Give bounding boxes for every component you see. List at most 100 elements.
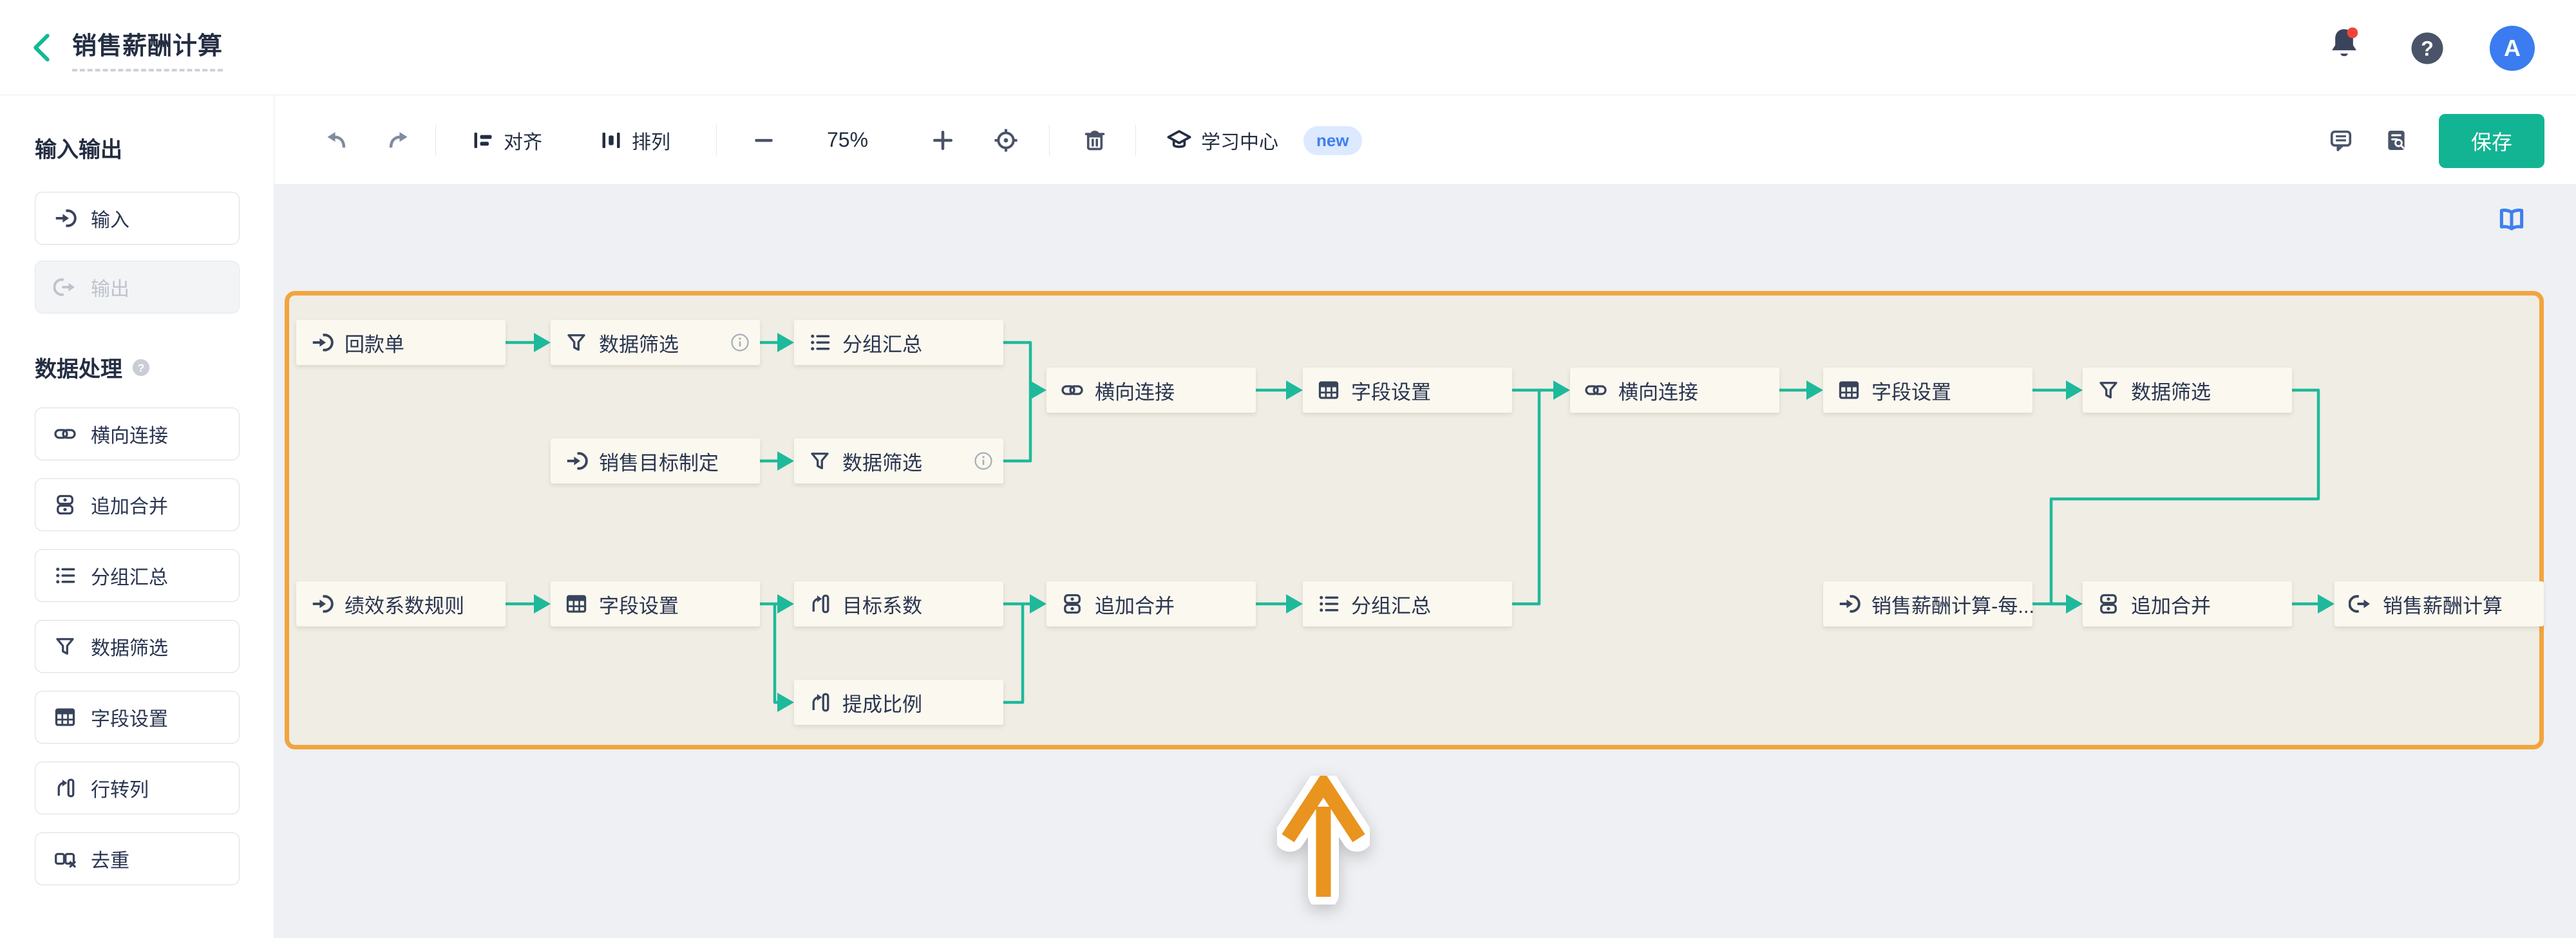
flow-node-9[interactable]: 销售目标制定	[551, 438, 760, 483]
input-label: 输入	[91, 210, 129, 231]
notification-button[interactable]	[2325, 24, 2363, 66]
zoom-out-button[interactable]	[752, 95, 775, 185]
node-label: 数据筛选	[842, 451, 922, 474]
learning-center-button[interactable]: 学习中心	[1166, 95, 1278, 185]
align-icon	[471, 129, 495, 152]
flow-node-18[interactable]: 销售薪酬计算	[2334, 581, 2544, 626]
input-icon	[310, 592, 334, 615]
node-label: 销售薪酬计算-每...	[1871, 594, 2035, 617]
flow-node-1[interactable]: 回款单	[296, 320, 506, 365]
dp-section-heading: 数据处理	[35, 352, 151, 383]
flow-node-12[interactable]: 字段设置	[551, 581, 760, 626]
help-button[interactable]	[2409, 30, 2445, 66]
flow-node-4[interactable]: 横向连接	[1046, 368, 1256, 413]
node-label: 追加合并	[2131, 594, 2211, 617]
sidebar-item-label: 横向连接	[91, 426, 168, 447]
sidebar-item-label: 数据筛选	[91, 638, 168, 659]
flow-node-19[interactable]: 提成比例	[794, 680, 1003, 725]
sidebar-item-join[interactable]: 横向连接	[35, 408, 240, 460]
filter-icon	[53, 635, 77, 658]
divider	[716, 125, 717, 156]
guide-book-button[interactable]	[2496, 204, 2528, 236]
sidebar-item-rowcol[interactable]: 行转列	[35, 762, 240, 814]
divider	[1135, 125, 1136, 156]
flow-node-14[interactable]: 追加合并	[1046, 581, 1256, 626]
sidebar-item-filter[interactable]: 数据筛选	[35, 620, 240, 673]
flow-node-8[interactable]: 数据筛选	[2083, 368, 2292, 413]
sidebar-item-fields[interactable]: 字段设置	[35, 691, 240, 744]
flow-node-10[interactable]: 数据筛选	[794, 438, 1003, 483]
flow-node-13[interactable]: 目标系数	[794, 581, 1003, 626]
log-search-button[interactable]	[2384, 95, 2409, 185]
comment-button[interactable]	[2329, 95, 2353, 185]
section-help-icon[interactable]	[131, 358, 151, 377]
align-button[interactable]: 对齐	[471, 95, 542, 185]
flow-node-17[interactable]: 追加合并	[2083, 581, 2292, 626]
filter-icon	[808, 449, 831, 473]
node-label: 横向连接	[1095, 380, 1175, 404]
undo-button[interactable]	[325, 95, 348, 185]
bell-icon	[2325, 24, 2363, 63]
flow-node-15[interactable]: 分组汇总	[1303, 581, 1512, 626]
back-button[interactable]	[27, 32, 57, 63]
arrange-button[interactable]: 排列	[600, 95, 670, 185]
node-label: 字段设置	[1871, 380, 1951, 404]
node-label: 提成比例	[842, 693, 922, 716]
fields-icon	[53, 706, 77, 729]
join-icon	[1061, 379, 1084, 402]
sidebar-item-group[interactable]: 分组汇总	[35, 549, 240, 602]
sidebar-item-input[interactable]: 输入	[35, 192, 240, 245]
sidebar-item-append[interactable]: 追加合并	[35, 478, 240, 531]
node-label: 分组汇总	[1351, 594, 1431, 617]
fields-icon	[565, 592, 588, 615]
avatar[interactable]: A	[2490, 26, 2535, 71]
row-to-col-icon	[53, 776, 77, 800]
dedupe-icon	[53, 847, 77, 870]
filter-icon	[2097, 379, 2120, 402]
append-icon	[2097, 592, 2120, 615]
locate-button[interactable]	[993, 95, 1019, 185]
flow-node-7[interactable]: 字段设置	[1823, 368, 2032, 413]
output-icon	[2349, 592, 2372, 615]
info-icon[interactable]	[974, 451, 993, 471]
save-button[interactable]: 保存	[2439, 114, 2544, 168]
node-label: 数据筛选	[599, 333, 679, 356]
redo-button[interactable]	[387, 95, 410, 185]
delete-button[interactable]	[1083, 95, 1107, 185]
input-icon	[310, 331, 334, 354]
output-label: 输出	[91, 279, 129, 300]
node-label: 销售目标制定	[599, 451, 719, 474]
append-icon	[1061, 592, 1084, 615]
graduation-cap-icon	[1166, 127, 1192, 153]
flow-node-5[interactable]: 字段设置	[1303, 368, 1512, 413]
input-icon	[1837, 592, 1861, 615]
highlight-arrow-icon	[1277, 776, 1370, 905]
node-label: 字段设置	[1351, 380, 1431, 404]
flow-node-2[interactable]: 数据筛选	[551, 320, 760, 365]
redo-icon	[387, 129, 410, 152]
toolbar: 对齐 排列 75% 学习中心 new 保存	[274, 95, 2576, 185]
flow-node-3[interactable]: 分组汇总	[794, 320, 1003, 365]
doc-search-icon	[2384, 128, 2409, 153]
group-icon	[53, 564, 77, 587]
undo-icon	[325, 129, 348, 152]
node-label: 绩效系数规则	[345, 594, 464, 617]
sidebar: 输入输出 输入 输出 数据处理 横向连接 追加合并 分组汇总 数据筛选 字段设置…	[0, 95, 274, 938]
page-title[interactable]: 销售薪酬计算	[72, 26, 223, 71]
sidebar-item-dedupe[interactable]: 去重	[35, 832, 240, 885]
arrange-label: 排列	[632, 131, 670, 153]
row-to-col-icon	[808, 691, 831, 714]
info-icon[interactable]	[730, 333, 750, 352]
append-icon	[53, 493, 77, 516]
flow-node-6[interactable]: 横向连接	[1570, 368, 1779, 413]
sidebar-item-output: 输出	[35, 261, 240, 314]
trash-icon	[1083, 128, 1107, 153]
sidebar-item-label: 分组汇总	[91, 567, 168, 588]
flow-node-16[interactable]: 销售薪酬计算-每...	[1823, 581, 2035, 626]
node-label: 销售薪酬计算	[2383, 594, 2503, 617]
learning-center-label: 学习中心	[1201, 131, 1278, 153]
zoom-level: 75%	[827, 128, 869, 151]
flow-node-11[interactable]: 绩效系数规则	[296, 581, 506, 626]
zoom-in-button[interactable]	[931, 95, 954, 185]
flow-canvas[interactable]: 回款单 数据筛选 分组汇总 横向连接 字段设置 横向连接 字段设置 数据筛选 销…	[275, 185, 2576, 938]
